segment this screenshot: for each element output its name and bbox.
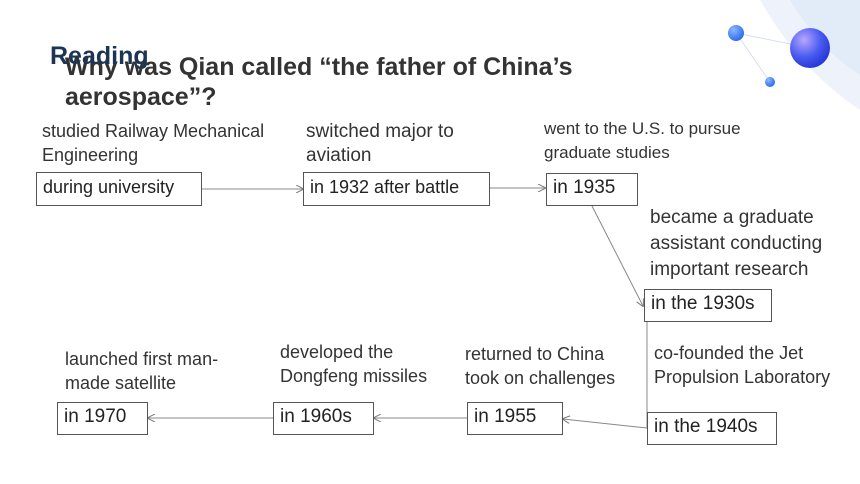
blue-dot-tiny [765,77,775,87]
step4-time-box: in the 1930s [644,289,772,322]
step2-time-box: in 1932 after battle [303,172,490,206]
step7-time-box: in 1960s [273,402,374,435]
step3-label: went to the U.S. to pursue graduate stud… [544,119,741,162]
step1-label: studied Railway Mechanical Engineering [42,121,265,165]
arrow-3-4 [591,205,643,306]
step3-time-box: in 1935 [546,173,638,206]
step6-time-box: in 1955 [467,402,563,435]
step5-time-box: in the 1940s [647,412,777,445]
step6-label: returned to China took on challenges [465,344,616,388]
arrow-5-6 [563,419,648,429]
question-title: Why was Qian called “the father of China… [65,53,573,111]
section-title: Reading [50,42,149,70]
blue-dot-large [790,28,830,68]
step2-label: switched major to aviation [306,121,454,166]
step5-label: co-founded the Jet Propulsion Laboratory [654,343,831,387]
step8-time-box: in 1970 [57,402,148,435]
step4-label: became a graduate assistant conducting i… [650,207,823,280]
step1-time-box: during university [36,172,202,206]
step8-label: launched first man-made satellite [65,349,219,393]
step7-label: developed the Dongfeng missiles [280,342,428,386]
blue-dot-small [728,25,744,41]
